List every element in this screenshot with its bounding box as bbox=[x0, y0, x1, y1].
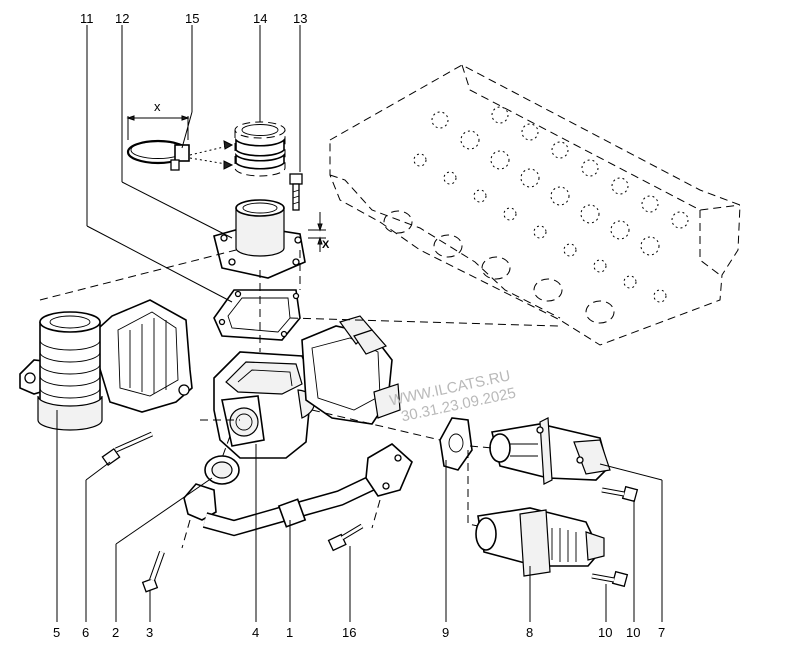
flange-dimension: X bbox=[308, 212, 330, 252]
callout-10-left: 10 bbox=[598, 625, 612, 640]
callout-3: 3 bbox=[146, 625, 153, 640]
callout-2: 2 bbox=[112, 625, 119, 640]
callout-13: 13 bbox=[293, 11, 307, 26]
callout-15: 15 bbox=[185, 11, 199, 26]
gasket-9 bbox=[439, 417, 473, 471]
flange-dimension-label: X bbox=[322, 239, 330, 251]
bolt-13 bbox=[289, 173, 303, 211]
callout-10-right: 10 bbox=[626, 625, 640, 640]
callout-5: 5 bbox=[53, 625, 60, 640]
seal-ring-2 bbox=[204, 455, 240, 485]
callout-9: 9 bbox=[442, 625, 449, 640]
callout-4: 4 bbox=[252, 625, 259, 640]
callout-8: 8 bbox=[526, 625, 533, 640]
throttle-body bbox=[19, 299, 193, 431]
bolt-3 bbox=[141, 550, 165, 593]
clamp-dimension-label: x bbox=[154, 99, 161, 114]
egr-housing bbox=[213, 315, 401, 459]
callout-6: 6 bbox=[82, 625, 89, 640]
callout-numbers: 11 12 15 14 13 5 6 2 3 4 1 16 9 8 10 10 … bbox=[53, 11, 665, 640]
callout-1: 1 bbox=[286, 625, 293, 640]
hose-clamp bbox=[126, 139, 234, 171]
cylinder-head-outline bbox=[329, 64, 741, 346]
callout-16: 16 bbox=[342, 625, 356, 640]
gasket-11 bbox=[213, 289, 301, 341]
assembly-lines bbox=[39, 249, 559, 549]
callout-14: 14 bbox=[253, 11, 267, 26]
egr-valve-8 bbox=[475, 507, 605, 577]
egr-pipe-1 bbox=[183, 443, 413, 537]
intake-hose bbox=[234, 121, 286, 177]
bolt-10-upper bbox=[601, 485, 639, 503]
bolt-10-lower bbox=[591, 570, 629, 588]
callout-12: 12 bbox=[115, 11, 129, 26]
callout-11: 11 bbox=[80, 11, 94, 26]
inlet-flange bbox=[213, 199, 306, 279]
bolt-16 bbox=[327, 523, 364, 552]
clamp-dimension: x bbox=[126, 99, 190, 140]
leader-lines bbox=[56, 25, 663, 622]
egr-valve-7 bbox=[489, 417, 611, 485]
callout-7: 7 bbox=[658, 625, 665, 640]
bolt-6 bbox=[101, 431, 154, 467]
